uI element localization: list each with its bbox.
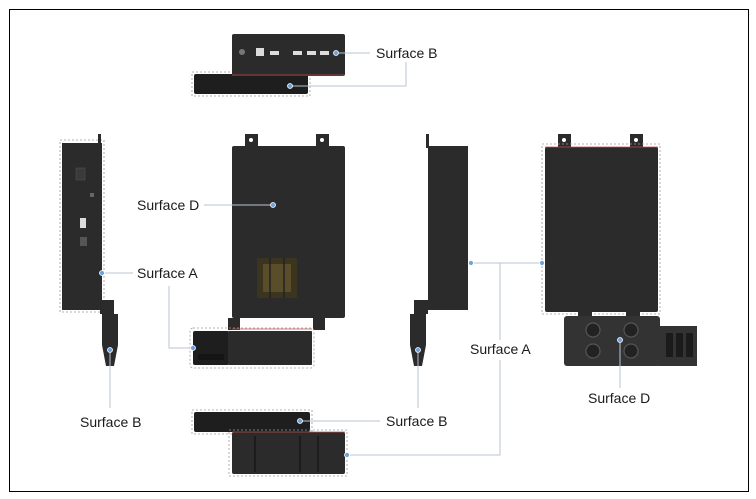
front-mount-tab-left-hole (562, 138, 566, 142)
marker-left-surface-a (99, 270, 105, 276)
marker-rear-base-surface-a (190, 345, 196, 351)
front-base-hole-2 (623, 322, 639, 338)
marker-front-surface-a (539, 260, 545, 266)
rear-base-right (228, 331, 312, 365)
side-hdmi-port (80, 237, 87, 246)
label-surface-a-left: Surface A (137, 265, 198, 281)
side-button (90, 193, 94, 197)
marker-right-side-surface-a (468, 260, 474, 266)
right-side-lower-foot (410, 314, 426, 366)
leader-surface-a-left-base (168, 286, 193, 349)
front-base-body (564, 316, 660, 366)
marker-left-surface-b (107, 347, 113, 353)
front-mount-tab-right-hole (634, 138, 638, 142)
audio-jack-port (239, 49, 245, 55)
right-side-bracket (414, 300, 428, 314)
front-base-hole-3 (585, 343, 601, 359)
marker-top-surface-b-upper (333, 50, 339, 56)
side-usb-port (80, 218, 86, 228)
right-side-view-device (410, 134, 468, 366)
bottom-view-top-bar (194, 412, 310, 432)
label-surface-b-top: Surface B (376, 45, 437, 61)
marker-front-surface-d (617, 337, 623, 343)
speaker-grille (75, 167, 86, 181)
label-surface-b-bottom: Surface B (386, 413, 447, 429)
front-base-hole-1 (585, 322, 601, 338)
marker-rear-surface-d (270, 202, 276, 208)
front-base-hole-4 (623, 343, 639, 359)
front-connector-pin-3 (686, 333, 693, 357)
right-side-body (428, 146, 468, 310)
leader-top-surface-b-lower (290, 62, 407, 87)
left-side-outline (59, 139, 105, 313)
bottom-view-lower-body (232, 432, 345, 474)
bottom-view-device (191, 409, 348, 477)
frame-border (9, 9, 749, 492)
marker-dots (99, 50, 623, 458)
usb-port-1 (270, 51, 279, 55)
left-side-bracket (100, 300, 114, 314)
front-connector-pin-2 (676, 333, 683, 357)
label-surface-a-center: Surface A (470, 341, 531, 357)
marker-top-surface-b-lower (287, 83, 293, 89)
left-side-view-device (59, 134, 118, 366)
front-view-body (545, 147, 658, 312)
rear-mount-tab-left-hole (249, 138, 253, 142)
front-connector-pin-1 (666, 333, 673, 357)
rear-mount-tab-right-hole (320, 138, 324, 142)
label-surface-d-rear: Surface D (137, 197, 199, 213)
label-surface-d-front: Surface D (588, 390, 650, 406)
top-view-upper-body (232, 34, 345, 76)
marker-right-surface-b (415, 347, 421, 353)
rear-base-slot (198, 354, 224, 360)
usb-port-2 (293, 51, 302, 55)
marker-bottom-surface-a (344, 452, 350, 458)
left-side-mount-tab (98, 134, 101, 146)
top-view-outline (191, 71, 311, 97)
leader-surface-a-bottom (347, 360, 501, 456)
heatsink-core (263, 264, 291, 292)
front-view-device (541, 134, 697, 366)
ethernet-port (256, 48, 264, 56)
leader-lines (102, 52, 621, 456)
rear-panel-device (189, 134, 345, 369)
right-side-mount-tab (426, 134, 429, 148)
marker-bottom-surface-b (297, 418, 303, 424)
usb-port-3 (307, 51, 316, 55)
usb-port-4 (320, 51, 329, 55)
top-view-device (191, 34, 345, 97)
label-surface-b-left: Surface B (80, 414, 141, 430)
top-view-lower-body (194, 74, 308, 94)
left-side-lower-foot (102, 314, 118, 366)
